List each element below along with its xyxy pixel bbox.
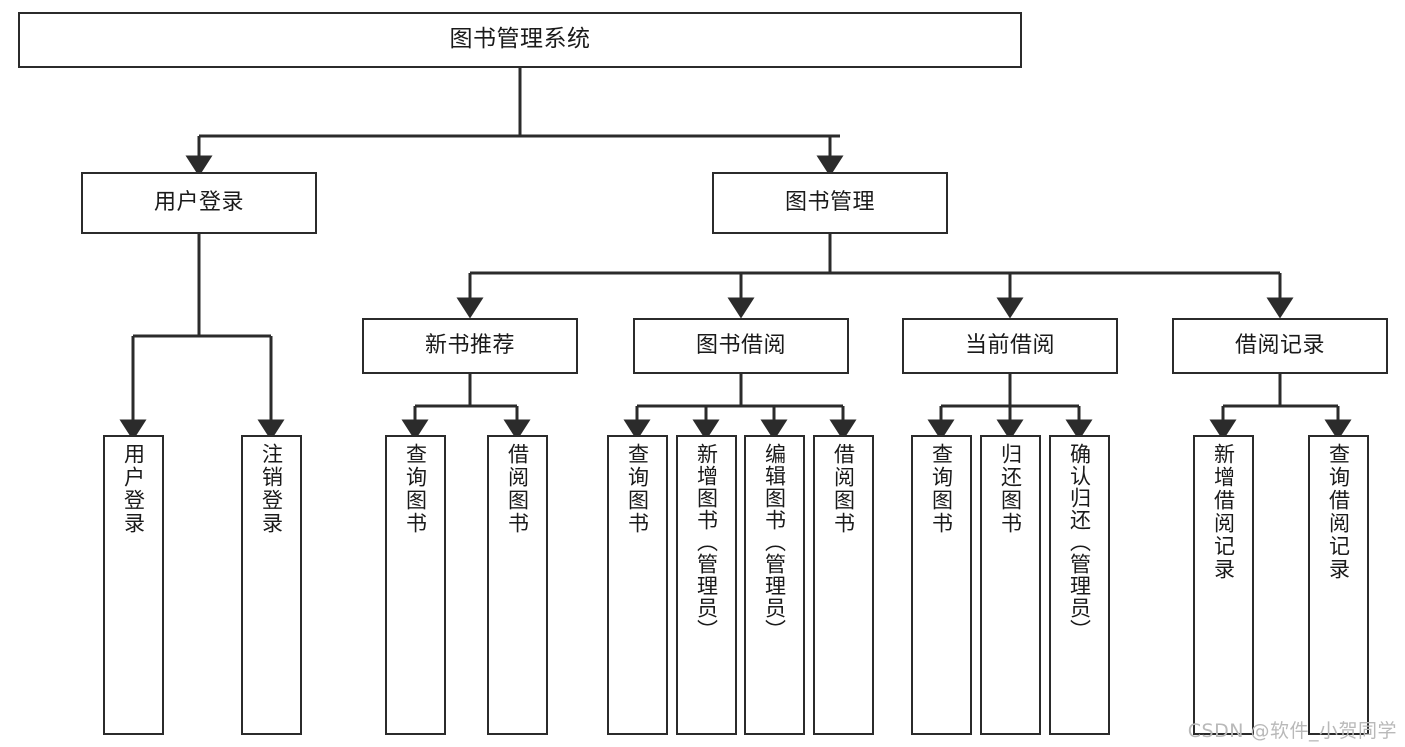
node-label: 图书管理 — [784, 189, 875, 215]
node-label: 注销登录 — [259, 443, 284, 535]
node-book-borrow[interactable]: 图书借阅 — [633, 318, 849, 374]
node-label: 归还图书 — [998, 443, 1023, 535]
node-label: 借阅图书 — [831, 443, 856, 535]
node-current-borrow[interactable]: 当前借阅 — [902, 318, 1118, 374]
leaf-new-book-borrow[interactable]: 借阅图书 — [487, 435, 548, 735]
node-label: 图书借阅 — [695, 332, 786, 358]
leaf-current-borrow-confirm-return[interactable]: 确认归还（管理员） — [1049, 435, 1110, 735]
node-root-system[interactable]: 图书管理系统 — [18, 12, 1022, 68]
csdn-watermark: CSDN @软件_小贺同学 — [1187, 720, 1397, 742]
leaf-book-borrow-query[interactable]: 查询图书 — [607, 435, 668, 735]
leaf-book-borrow-borrow[interactable]: 借阅图书 — [813, 435, 874, 735]
node-label: 用户登录 — [153, 189, 244, 215]
node-new-book-recommend[interactable]: 新书推荐 — [362, 318, 578, 374]
leaf-user-login-logout[interactable]: 注销登录 — [241, 435, 302, 735]
leaf-current-borrow-query[interactable]: 查询图书 — [911, 435, 972, 735]
node-label: 用户登录 — [121, 443, 146, 535]
leaf-book-borrow-edit[interactable]: 编辑图书（管理员） — [744, 435, 805, 735]
leaf-borrow-record-query[interactable]: 查询借阅记录 — [1308, 435, 1369, 735]
node-label: 查询借阅记录 — [1326, 443, 1351, 581]
node-label: 新书推荐 — [424, 332, 515, 358]
node-user-login[interactable]: 用户登录 — [81, 172, 317, 234]
node-label: 查询图书 — [403, 443, 428, 535]
node-label: 查询图书 — [929, 443, 954, 535]
leaf-book-borrow-add[interactable]: 新增图书（管理员） — [676, 435, 737, 735]
leaf-borrow-record-add[interactable]: 新增借阅记录 — [1193, 435, 1254, 735]
node-label: 借阅记录 — [1234, 332, 1325, 358]
node-label: 查询图书 — [625, 443, 650, 535]
node-label: 图书管理系统 — [449, 26, 591, 53]
node-label: 借阅图书 — [505, 443, 530, 535]
node-borrow-record[interactable]: 借阅记录 — [1172, 318, 1388, 374]
node-label: 新增图书（管理员） — [694, 443, 719, 641]
node-label: 确认归还（管理员） — [1067, 443, 1092, 641]
leaf-new-book-query[interactable]: 查询图书 — [385, 435, 446, 735]
leaf-current-borrow-return[interactable]: 归还图书 — [980, 435, 1041, 735]
node-book-management[interactable]: 图书管理 — [712, 172, 948, 234]
node-label: 新增借阅记录 — [1211, 443, 1236, 581]
leaf-user-login-login[interactable]: 用户登录 — [103, 435, 164, 735]
node-label: 编辑图书（管理员） — [762, 443, 787, 641]
node-label: 当前借阅 — [964, 332, 1055, 358]
